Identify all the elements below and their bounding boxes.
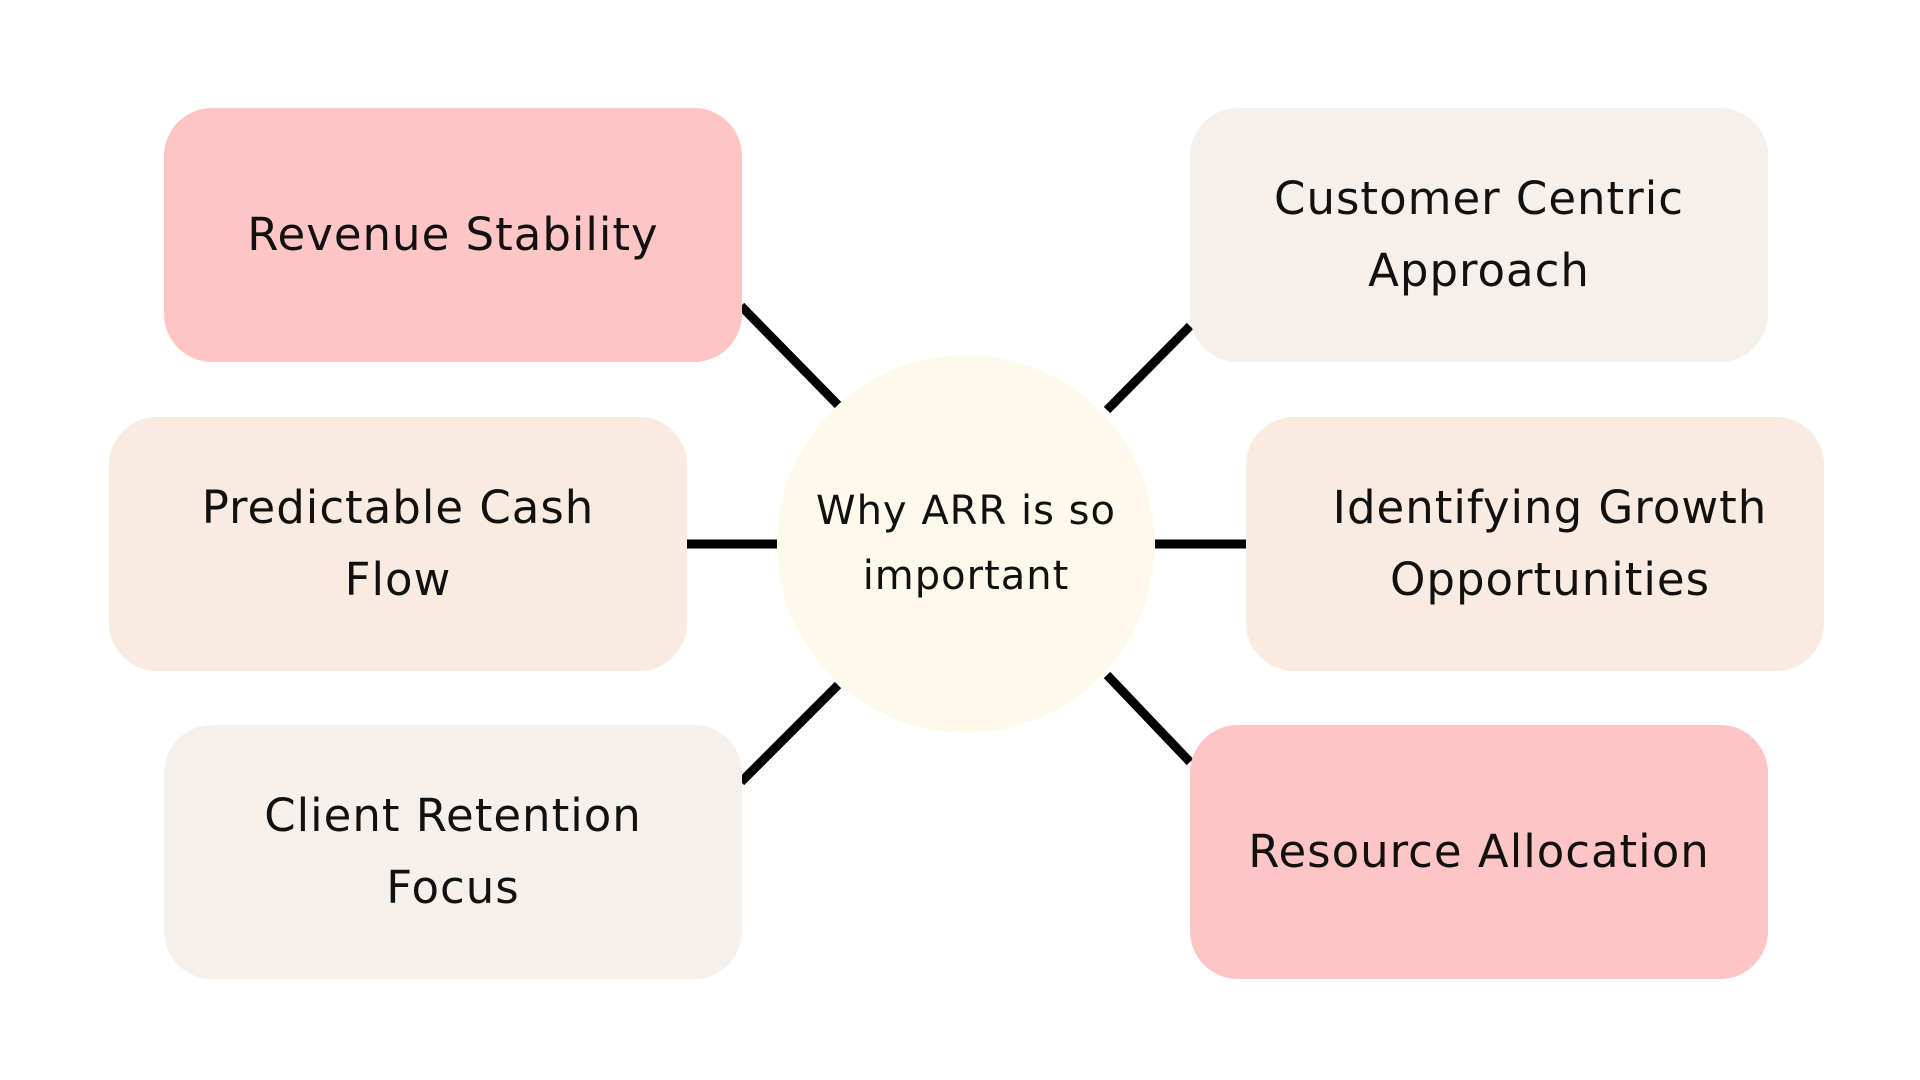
center-topic-circle: Why ARR is so important bbox=[777, 355, 1155, 733]
connector-customer bbox=[1103, 322, 1194, 414]
node-customer-centric-approach: Customer Centric Approach bbox=[1190, 108, 1768, 362]
node-identifying-growth-opportunities: Identifying Growth Opportunities bbox=[1246, 417, 1824, 671]
node-label: Resource Allocation bbox=[1248, 825, 1710, 878]
node-revenue-stability: Revenue Stability bbox=[164, 108, 742, 362]
node-label: Customer Centric Approach bbox=[1274, 172, 1684, 297]
node-label: Predictable Cash Flow bbox=[201, 481, 595, 606]
connector-resource bbox=[1103, 671, 1194, 766]
node-label: Revenue Stability bbox=[247, 208, 659, 261]
connector-revenue bbox=[737, 302, 842, 409]
node-resource-allocation: Resource Allocation bbox=[1190, 725, 1768, 979]
node-label: Identifying Growth Opportunities bbox=[1332, 481, 1768, 606]
node-label: Client Retention Focus bbox=[264, 789, 642, 914]
node-predictable-cash-flow: Predictable Cash Flow bbox=[109, 417, 687, 671]
connector-retention bbox=[737, 681, 842, 786]
center-topic-label: Why ARR is so important bbox=[816, 488, 1116, 599]
node-client-retention-focus: Client Retention Focus bbox=[164, 725, 742, 979]
